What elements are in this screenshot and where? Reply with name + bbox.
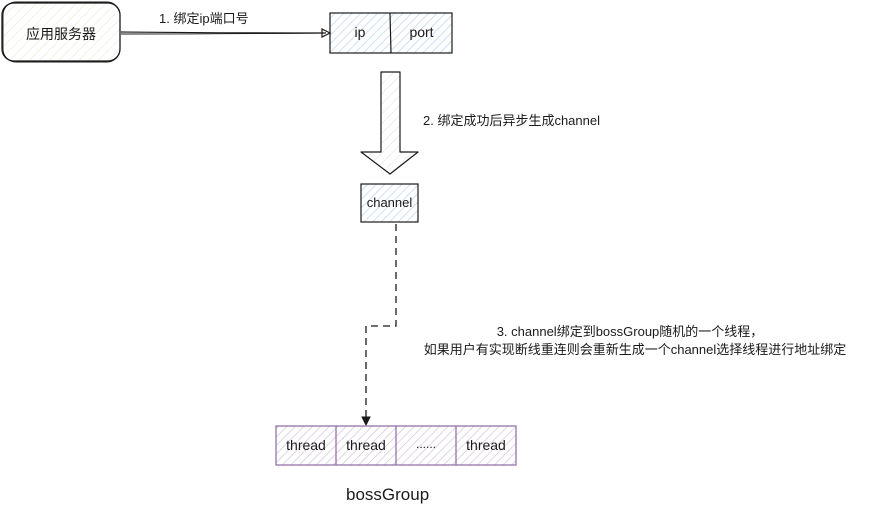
channel-node-shape [360, 183, 419, 223]
step1-label: 1. 绑定ip端口号 [159, 11, 249, 26]
step3-label-line1: 3. channel绑定到bossGroup随机的一个线程， [496, 324, 764, 339]
thread-ellipsis-cell: ...... [415, 437, 436, 451]
step3-dashed-arrow [361, 224, 397, 427]
thread-cell: thread [466, 437, 506, 453]
thread-cell: thread [286, 437, 326, 453]
channel-node-label: channel [366, 195, 413, 210]
step1-arrow [120, 28, 332, 38]
server-node-shape [1, 1, 121, 63]
boss-group-title: bossGroup [346, 485, 430, 504]
step2-block-arrow [360, 71, 419, 175]
server-node-label: 应用服务器 [26, 26, 96, 42]
step2-label: 2. 绑定成功后异步生成channel [423, 113, 600, 128]
boss-group-shape [275, 425, 517, 466]
thread-cell: thread [346, 437, 386, 453]
port-field: port [409, 24, 434, 40]
address-record-shape [329, 12, 453, 54]
step3-label-line2: 如果用户有实现断线重连则会重新生成一个channel选择线程进行地址绑定 [423, 342, 847, 357]
ip-field: ip [354, 24, 366, 40]
